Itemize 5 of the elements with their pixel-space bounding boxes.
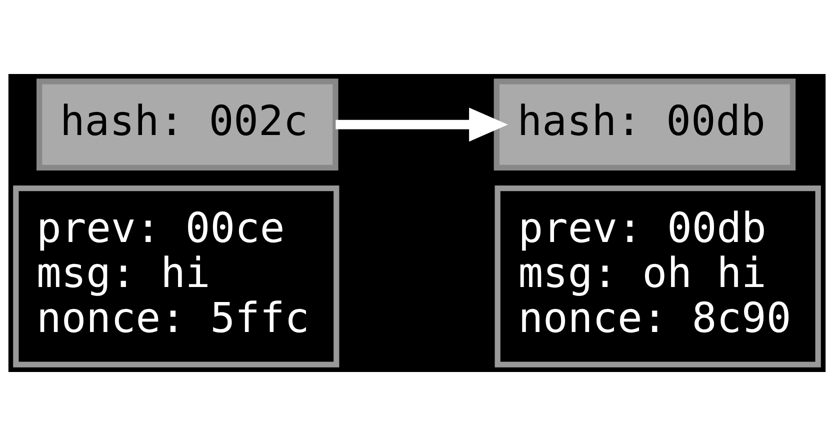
node-box: hash: 002c [36,78,338,171]
arrow [336,108,508,142]
node-box: hash: 00db [494,78,796,171]
node-box: prev: 00db msg: oh hi nonce: 8c90 [494,186,821,368]
node-box: prev: 00ce msg: hi nonce: 5ffc [13,186,340,368]
